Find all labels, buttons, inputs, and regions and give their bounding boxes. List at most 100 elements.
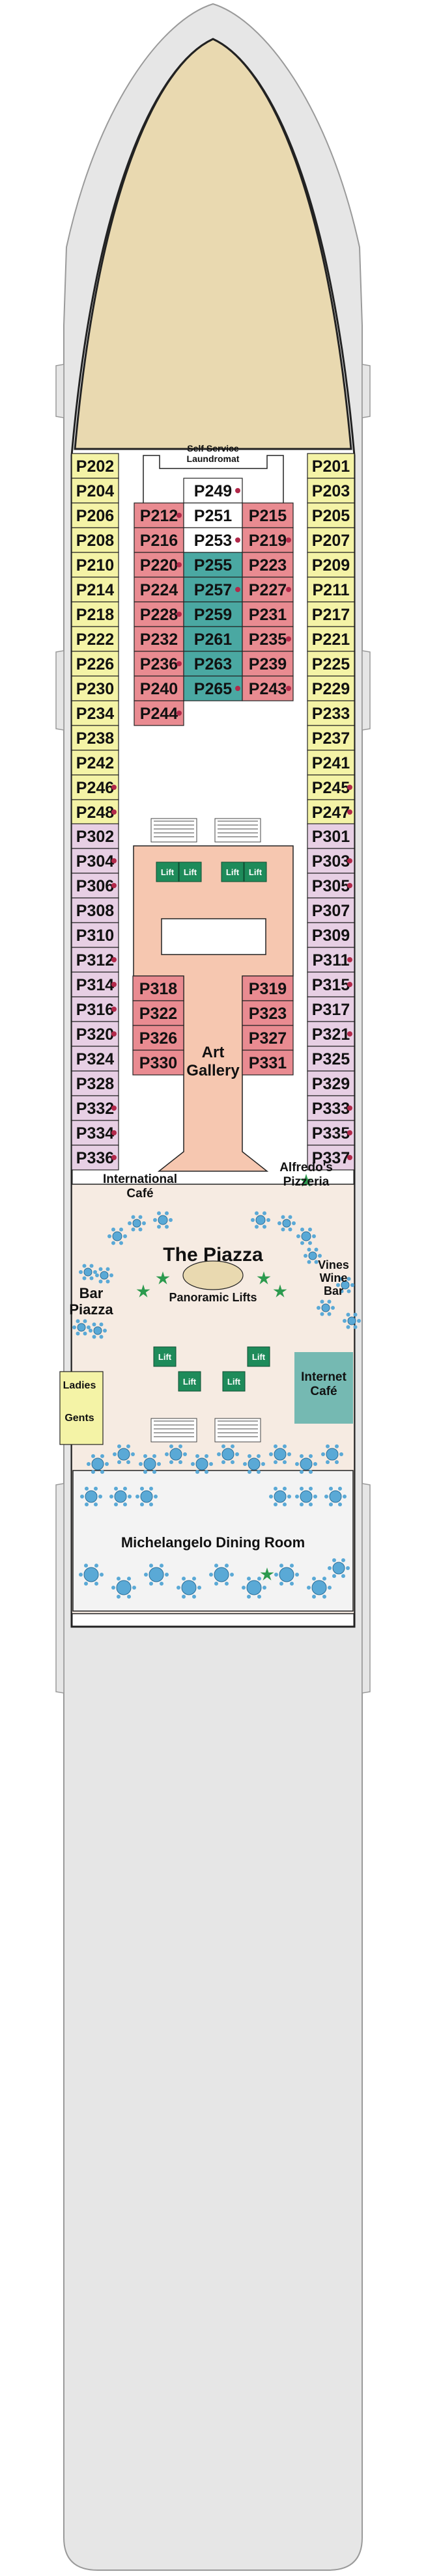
table-icon bbox=[332, 1562, 345, 1575]
chair-icon bbox=[338, 1486, 342, 1491]
cabin-p244 bbox=[134, 700, 184, 726]
restrooms-area bbox=[59, 1371, 104, 1445]
chair-icon bbox=[307, 1260, 311, 1264]
chair-icon bbox=[128, 1221, 132, 1225]
accessible-marker-icon bbox=[347, 785, 352, 790]
chair-icon bbox=[205, 1470, 208, 1474]
aft-stairs bbox=[150, 1418, 261, 1443]
chair-icon bbox=[307, 1586, 311, 1590]
chair-icon bbox=[329, 1502, 333, 1507]
cabin-p248 bbox=[71, 799, 119, 825]
cabin-label: P301 bbox=[312, 828, 350, 846]
chair-icon bbox=[169, 1444, 173, 1448]
cabin-label: P334 bbox=[76, 1124, 114, 1143]
cabin-label: P329 bbox=[312, 1075, 350, 1093]
cabin-label: P331 bbox=[249, 1054, 287, 1072]
cabin-label: P203 bbox=[312, 482, 350, 500]
dining-room-label: Michelangelo Dining Room bbox=[121, 1534, 305, 1551]
cabin-p242 bbox=[71, 750, 119, 776]
cabin-label: P248 bbox=[76, 804, 114, 822]
table-icon bbox=[91, 1457, 104, 1471]
cabin-label: P253 bbox=[194, 532, 232, 550]
cabin-label: P222 bbox=[76, 630, 114, 649]
chair-icon bbox=[332, 1574, 336, 1579]
art-gallery-label-2: Gallery bbox=[186, 1062, 240, 1079]
table-icon bbox=[300, 1457, 313, 1471]
chair-icon bbox=[92, 1335, 96, 1339]
cabin-label: P251 bbox=[194, 507, 232, 525]
accessible-marker-icon bbox=[111, 957, 117, 962]
cabin-p216 bbox=[134, 527, 184, 553]
plaza-furniture bbox=[72, 1174, 361, 1599]
cabin-p325 bbox=[307, 1046, 355, 1072]
lift-label: Lift bbox=[183, 1377, 197, 1387]
chair-icon bbox=[191, 1462, 195, 1466]
chair-icon bbox=[209, 1573, 213, 1577]
chair-icon bbox=[329, 1486, 333, 1491]
alfredos-label-1: Alfredo's bbox=[279, 1161, 333, 1174]
chair-icon bbox=[320, 1299, 324, 1304]
forward-stairs bbox=[150, 818, 261, 843]
cabin-p209 bbox=[307, 552, 355, 578]
chair-icon bbox=[312, 1577, 316, 1581]
accessible-marker-icon bbox=[286, 587, 291, 592]
cabin-p208 bbox=[71, 527, 119, 553]
piazza-label: The Piazza bbox=[163, 1244, 263, 1266]
cabin-label: P328 bbox=[76, 1075, 114, 1093]
chair-icon bbox=[192, 1577, 196, 1581]
chair-icon bbox=[205, 1454, 208, 1458]
chair-icon bbox=[117, 1444, 121, 1448]
chair-icon bbox=[192, 1594, 196, 1599]
chair-icon bbox=[332, 1558, 336, 1562]
chair-icon bbox=[247, 1577, 251, 1581]
chair-icon bbox=[114, 1502, 118, 1507]
accessible-marker-icon bbox=[177, 513, 182, 518]
chair-icon bbox=[154, 1495, 158, 1498]
chair-icon bbox=[341, 1558, 345, 1562]
cabin-p305 bbox=[307, 873, 355, 899]
chair-icon bbox=[117, 1594, 121, 1599]
cabin-p316 bbox=[71, 996, 119, 1022]
table-icon bbox=[300, 1490, 313, 1503]
chair-icon bbox=[257, 1454, 261, 1458]
cabin-label: P201 bbox=[312, 457, 350, 476]
chair-icon bbox=[343, 1319, 347, 1323]
cabin-label: P302 bbox=[76, 828, 114, 846]
plant-icon bbox=[136, 1284, 150, 1297]
cabin-label: P242 bbox=[76, 754, 114, 772]
chair-icon bbox=[313, 1462, 317, 1466]
table-icon bbox=[301, 1231, 311, 1241]
chair-icon bbox=[82, 1276, 87, 1281]
chair-icon bbox=[328, 1566, 332, 1570]
chair-icon bbox=[347, 1289, 351, 1294]
cabin-label: P333 bbox=[312, 1100, 350, 1118]
table-icon bbox=[149, 1567, 164, 1582]
cabin-label: P307 bbox=[312, 902, 350, 920]
cabin-p223 bbox=[242, 552, 294, 578]
chair-icon bbox=[111, 1586, 115, 1590]
cabin-label: P229 bbox=[312, 680, 350, 698]
chair-icon bbox=[111, 1227, 115, 1232]
chair-icon bbox=[300, 1470, 304, 1474]
cabin-label: P236 bbox=[140, 655, 178, 673]
cabin-p331 bbox=[242, 1050, 294, 1076]
accessible-marker-icon bbox=[347, 883, 352, 888]
chair-icon bbox=[312, 1594, 316, 1599]
accessible-marker-icon bbox=[111, 982, 117, 987]
chair-icon bbox=[326, 1444, 330, 1448]
chair-icon bbox=[328, 1586, 332, 1590]
chair-icon bbox=[107, 1234, 111, 1238]
chair-icon bbox=[157, 1211, 161, 1215]
chair-icon bbox=[274, 1573, 278, 1577]
chair-icon bbox=[126, 1460, 130, 1465]
chair-icon bbox=[281, 1227, 285, 1232]
chair-icon bbox=[274, 1486, 277, 1491]
cabin-p326 bbox=[132, 1025, 184, 1051]
chair-icon bbox=[91, 1470, 95, 1474]
chair-icon bbox=[144, 1573, 148, 1577]
cabin-label: P255 bbox=[194, 556, 232, 575]
chair-icon bbox=[140, 1502, 144, 1507]
table-icon bbox=[282, 1219, 291, 1228]
cabin-p312 bbox=[71, 947, 119, 973]
